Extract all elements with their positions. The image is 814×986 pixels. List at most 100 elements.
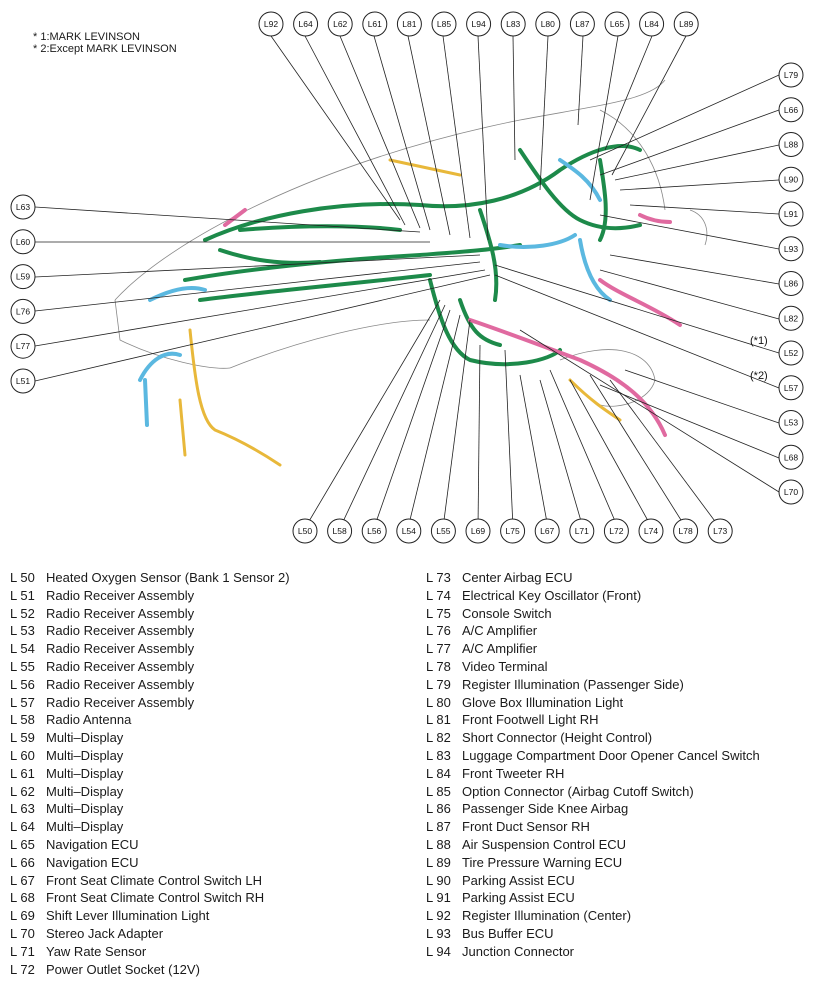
svg-text:L63: L63 [16, 202, 30, 212]
legend-name: Electrical Key Oscillator (Front) [462, 587, 642, 603]
legend-code: L 51 [10, 587, 35, 603]
legend-item: L 50 Heated Oxygen Sensor (Bank 1 Sensor … [10, 569, 290, 587]
callout-l65: L65 [604, 11, 630, 37]
legend-code: L 68 [10, 890, 35, 906]
legend-name: Option Connector (Airbag Cutoff Switch) [462, 783, 694, 799]
legend-code: L 83 [426, 747, 451, 763]
tag-mark-levinson: (*1) [750, 335, 768, 347]
callout-l94: L94 [466, 11, 492, 37]
svg-text:L51: L51 [16, 376, 30, 386]
legend-name: Front Seat Climate Control Switch RH [46, 890, 265, 906]
svg-text:L64: L64 [299, 19, 313, 29]
svg-text:L80: L80 [541, 19, 555, 29]
svg-text:L93: L93 [784, 244, 798, 254]
svg-text:L62: L62 [333, 19, 347, 29]
callout-l50: L50 [292, 518, 318, 544]
callout-l80: L80 [535, 11, 561, 37]
callout-l71: L71 [569, 518, 595, 544]
legend-name: Radio Receiver Assembly [46, 623, 195, 639]
legend-name: Heated Oxygen Sensor (Bank 1 Sensor 2) [46, 570, 290, 585]
legend-name: Parking Assist ECU [462, 890, 575, 906]
svg-text:L81: L81 [402, 19, 416, 29]
svg-text:L52: L52 [784, 348, 798, 358]
legend-code: L 69 [10, 908, 35, 924]
leader-lines [34, 35, 780, 529]
svg-text:L69: L69 [471, 526, 485, 536]
legend-name: Luggage Compartment Door Opener Cancel S… [462, 747, 760, 763]
callout-l83: L83 [500, 11, 526, 37]
svg-text:L71: L71 [575, 526, 589, 536]
callout-l93: L93 [778, 236, 804, 262]
legend-code: L 92 [426, 908, 451, 924]
svg-text:L50: L50 [298, 526, 312, 536]
legend-name: Console Switch [462, 605, 552, 621]
svg-text:L76: L76 [16, 306, 30, 316]
legend-name: Register Illumination (Center) [462, 908, 632, 924]
callout-l60: L60 [10, 229, 36, 255]
legend-name: Multi–Display [46, 730, 124, 746]
svg-text:L91: L91 [784, 209, 798, 219]
legend-item: L 81 Front Footwell Light RH [426, 711, 760, 729]
svg-text:L60: L60 [16, 237, 30, 247]
legend-code: L 66 [10, 854, 35, 870]
legend-name: Radio Receiver Assembly [46, 641, 195, 657]
legend-code: L 90 [426, 872, 451, 888]
legend-name: Radio Receiver Assembly [46, 676, 195, 692]
svg-text:L65: L65 [610, 19, 624, 29]
legend-code: L 50 [10, 570, 35, 585]
callout-l91: L91 [778, 201, 804, 227]
callout-l76: L76 [10, 298, 36, 324]
legend-name: Front Footwell Light RH [462, 712, 599, 728]
legend-code: L 80 [426, 694, 451, 710]
legend-code: L 64 [10, 819, 35, 835]
svg-text:L54: L54 [402, 526, 416, 536]
legend-name: Radio Receiver Assembly [46, 694, 195, 710]
legend-code: L 54 [10, 641, 35, 657]
legend-code: L 53 [10, 623, 35, 639]
svg-text:L73: L73 [713, 526, 727, 536]
dashboard-outline [114, 79, 708, 407]
legend-name: Multi–Display [46, 765, 124, 781]
callout-l58: L58 [327, 518, 353, 544]
legend-name: Radio Receiver Assembly [46, 658, 195, 674]
legend-code: L 77 [426, 641, 451, 657]
legend-code: L 58 [10, 712, 35, 728]
legend-code: L 81 [426, 712, 451, 728]
legend-code: L 67 [10, 872, 35, 888]
callout-l79: L79 [778, 62, 804, 88]
legend-name: Shift Lever Illumination Light [46, 908, 210, 924]
legend-name: A/C Amplifier [462, 623, 538, 639]
callout-l59: L59 [10, 264, 36, 290]
svg-text:L58: L58 [333, 526, 347, 536]
svg-text:L88: L88 [784, 140, 798, 150]
callout-l86: L86 [778, 271, 804, 296]
callout-l73: L73 [707, 518, 733, 544]
legend-column-1: L 50 Heated Oxygen Sensor (Bank 1 Sensor … [10, 569, 290, 978]
legend-name: Front Duct Sensor RH [462, 819, 590, 835]
svg-text:L86: L86 [784, 279, 798, 289]
callout-l66: L66 [778, 97, 804, 123]
legend-code: L 65 [10, 836, 35, 852]
callout-l54: L54 [396, 518, 422, 544]
legend-name: Multi–Display [46, 783, 124, 799]
